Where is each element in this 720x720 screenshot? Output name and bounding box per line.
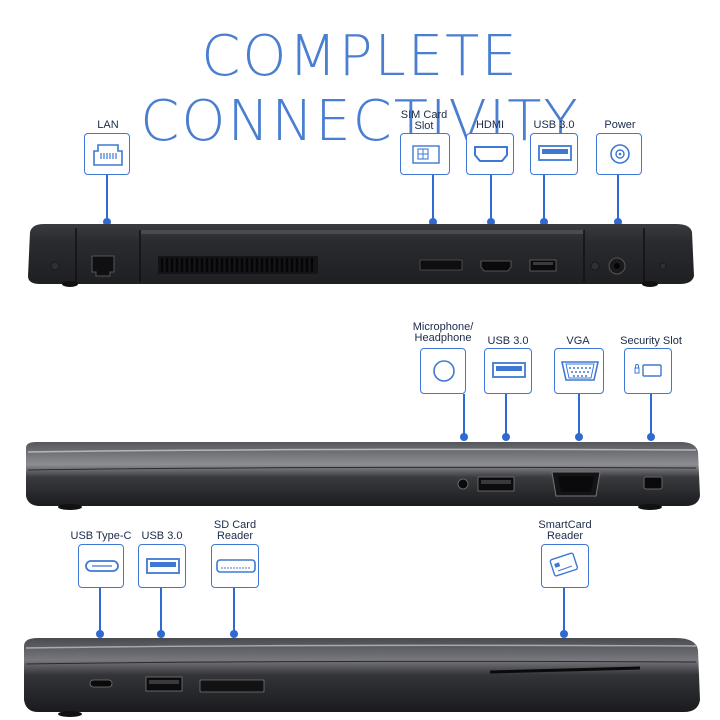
usb-c-label: USB Type-C	[70, 530, 132, 542]
power-pointer-dot	[614, 218, 622, 226]
vga-pointer	[578, 394, 581, 436]
sd-pointer-dot	[230, 630, 238, 638]
sim-label: SIM Card Slot	[400, 109, 448, 132]
sd-card-label: SD Card Reader	[213, 519, 257, 542]
usb-pointer-dot-3	[157, 630, 165, 638]
hdmi-port-icon	[466, 133, 514, 175]
usb-pointer-3	[160, 588, 163, 634]
usb-label-2: USB 3.0	[487, 335, 529, 347]
page-title: COMPLETE CONNECTIVITY	[140, 24, 580, 154]
lan-label: LAN	[97, 119, 119, 131]
sd-card-reader-icon	[211, 544, 259, 588]
mic-pointer-dot	[460, 433, 468, 441]
security-slot-label: Security Slot	[620, 335, 682, 347]
sim-pointer	[432, 175, 435, 221]
usb-pointer-2	[505, 394, 508, 436]
hdmi-label: HDMI	[475, 119, 505, 131]
power-pointer	[617, 175, 620, 221]
usb-label-3: USB 3.0	[141, 530, 183, 542]
smartcard-pointer-dot	[560, 630, 568, 638]
lan-pointer-dot	[103, 218, 111, 226]
ethernet-port-icon	[84, 133, 130, 175]
usb-port-icon-2	[484, 348, 532, 394]
usb-pointer	[543, 175, 546, 221]
vga-label: VGA	[566, 335, 590, 347]
hdmi-pointer-dot	[487, 218, 495, 226]
security-pointer-dot	[647, 433, 655, 441]
usb-pointer-dot	[540, 218, 548, 226]
smartcard-pointer	[563, 588, 566, 634]
sim-pointer-dot	[429, 218, 437, 226]
power-jack-icon	[596, 133, 642, 175]
vga-port-icon	[554, 348, 604, 394]
usb-label: USB 3.0	[533, 119, 575, 131]
vga-pointer-dot	[575, 433, 583, 441]
power-label: Power	[604, 119, 636, 131]
security-slot-icon	[624, 348, 672, 394]
usb-port-icon	[530, 133, 578, 175]
usb-pointer-dot-2	[502, 433, 510, 441]
usb-c-pointer-dot	[96, 630, 104, 638]
sim-card-icon	[400, 133, 450, 175]
mic-pointer	[463, 394, 466, 436]
usb-c-pointer	[99, 588, 102, 634]
audio-jack-icon	[420, 348, 466, 394]
mic-label: Microphone/ Headphone	[412, 321, 474, 344]
security-pointer	[650, 394, 653, 436]
smartcard-label: SmartCard Reader	[538, 519, 592, 542]
lan-pointer	[106, 175, 109, 221]
smartcard-icon	[541, 544, 589, 588]
usb-port-icon-3	[138, 544, 186, 588]
usb-c-port-icon	[78, 544, 124, 588]
sd-pointer	[233, 588, 236, 634]
hdmi-pointer	[490, 175, 493, 221]
